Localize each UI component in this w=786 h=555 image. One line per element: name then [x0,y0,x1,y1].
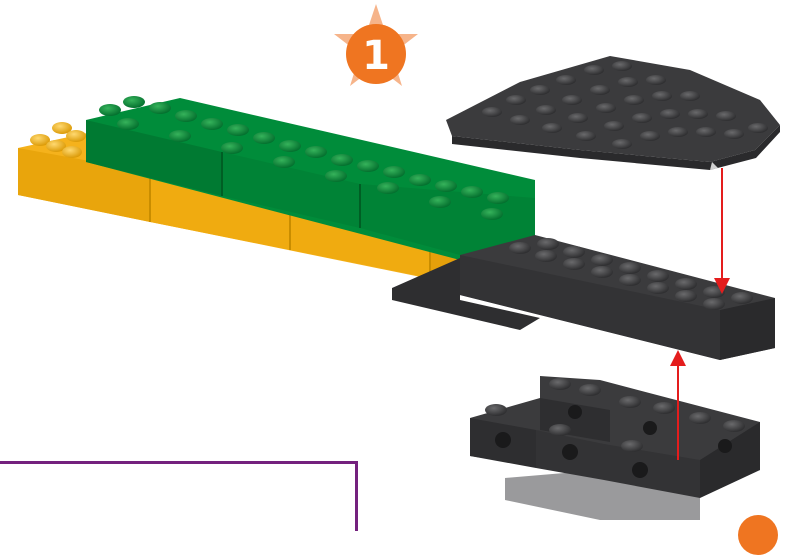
dark-technic-brick-assembly [470,376,760,520]
dark-wedge-plate [446,56,780,170]
callout-box [0,461,358,531]
step-number: 1 [344,28,408,84]
next-step-badge [738,515,778,555]
